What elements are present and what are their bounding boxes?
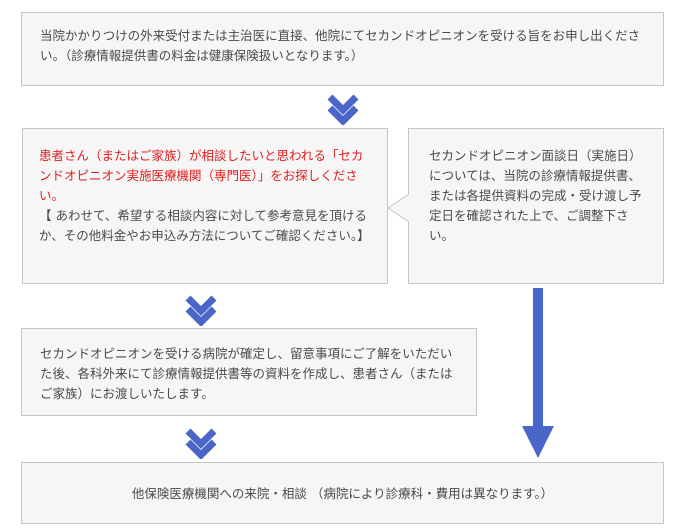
step3-box: セカンドオピニオンを受ける病院が確定し、留意事項にご了解をいただいた後、各科外来…	[21, 328, 477, 416]
step2-note-text: 【 あわせて、希望する相談内容に対して参考意見を頂けるか、その他料金やお申込み方…	[39, 208, 370, 243]
down-arrow-2	[185, 295, 217, 326]
side-note-text: セカンドオピニオン面談日（実施日）については、当院の診療情報提供書、または各提供…	[429, 148, 642, 243]
down-arrow-1	[327, 94, 359, 125]
step4-text: 他保険医療機関への来院・相談 （病院により診療科・費用は異なります。）	[131, 486, 554, 501]
down-arrow-3	[185, 428, 217, 459]
step3-text: セカンドオピニオンを受ける病院が確定し、留意事項にご了解をいただいた後、各科外来…	[40, 346, 453, 401]
step2-box: 患者さん（またはご家族）が相談したいと思われる「セカンドオピニオン実施医療機関（…	[22, 128, 388, 284]
step1-text: 当院かかりつけの外来受付または主治医に直接、他院にてセカンドオピニオンを受ける旨…	[40, 28, 641, 63]
step4-box: 他保険医療機関への来院・相談 （病院により診療科・費用は異なります。）	[21, 462, 664, 524]
side-note-box: セカンドオピニオン面談日（実施日）については、当院の診療情報提供書、または各提供…	[408, 128, 664, 284]
step1-box: 当院かかりつけの外来受付または主治医に直接、他院にてセカンドオピニオンを受ける旨…	[21, 12, 664, 86]
long-down-arrow	[522, 288, 554, 458]
step2-highlight-text: 患者さん（またはご家族）が相談したいと思われる「セカンドオピニオン実施医療機関（…	[39, 148, 364, 203]
callout-pointer	[387, 193, 410, 223]
